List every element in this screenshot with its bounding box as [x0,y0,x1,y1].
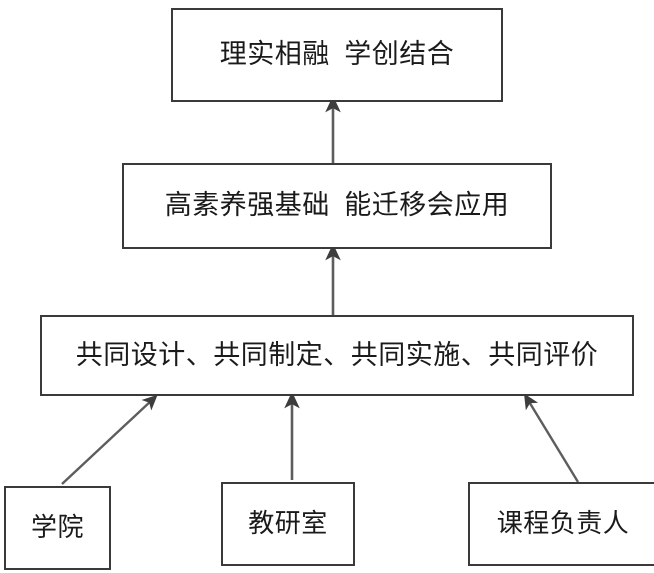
node-actor-course-leader[interactable]: 课程负责人 [468,482,654,566]
node-actor-college[interactable]: 学院 [4,486,111,570]
node-vision-label: 理实相融 学创结合 [219,39,455,70]
connector-course-leader-to-collaboration [524,393,580,483]
node-competency[interactable]: 高素养强基础 能迁移会应用 [122,163,552,249]
node-actor-college-label: 学院 [30,512,84,542]
node-actor-teaching-office-label: 教研室 [248,508,328,538]
node-collaboration[interactable]: 共同设计、共同制定、共同实施、共同评价 [40,315,634,396]
node-actor-teaching-office[interactable]: 教研室 [221,482,355,566]
node-collaboration-label: 共同设计、共同制定、共同实施、共同评价 [75,339,599,370]
node-competency-label: 高素养强基础 能迁移会应用 [164,190,510,221]
connector-college-to-collaboration [61,394,158,485]
node-actor-course-leader-label: 课程负责人 [496,508,630,538]
node-vision[interactable]: 理实相融 学创结合 [171,8,503,102]
